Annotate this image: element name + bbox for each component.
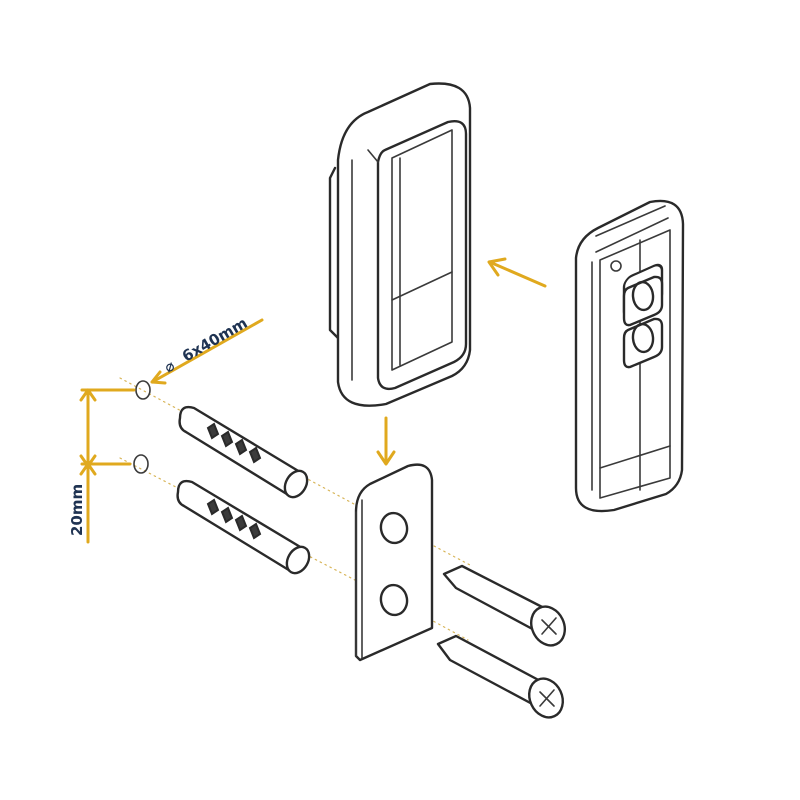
mounting-bracket	[354, 463, 434, 662]
remote-control	[574, 199, 685, 513]
dimension-line	[79, 388, 136, 544]
screw-top	[442, 564, 566, 647]
screw-bottom	[436, 634, 564, 719]
wall-plug-bottom	[176, 479, 311, 575]
wall-holder	[328, 82, 472, 407]
wall-hole-bottom	[133, 454, 149, 474]
spacing-label: 20mm	[68, 484, 86, 536]
wall-hole-top	[135, 380, 151, 400]
arrow-icon	[487, 257, 547, 288]
diameter-symbol: ⌀	[161, 356, 178, 376]
arrow-icon	[376, 416, 396, 466]
arrow-icon	[150, 318, 264, 385]
wall-plug-top	[178, 405, 309, 499]
drill-size-label: 6x40mm	[179, 314, 251, 366]
